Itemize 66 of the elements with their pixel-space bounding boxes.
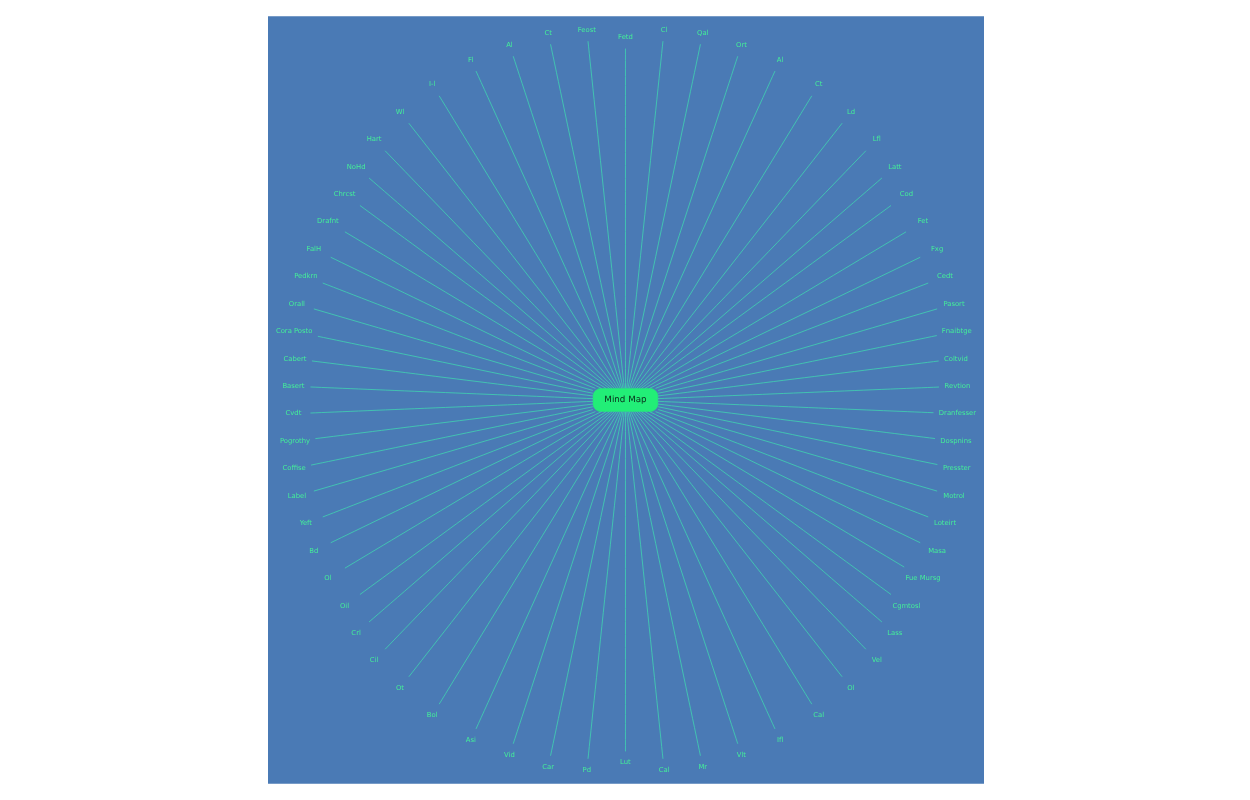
connector	[586, 40, 624, 389]
connector	[625, 40, 663, 389]
connector	[648, 256, 920, 389]
connector	[654, 411, 928, 518]
connector	[656, 308, 937, 391]
connector	[626, 411, 700, 757]
connector	[309, 400, 593, 414]
connector	[643, 411, 904, 568]
connector	[635, 150, 866, 389]
connector	[329, 256, 601, 389]
connector	[640, 205, 891, 389]
connector	[549, 411, 623, 757]
connector	[656, 403, 935, 439]
connector	[511, 55, 622, 389]
connector	[637, 411, 882, 623]
connector	[383, 150, 614, 389]
connector	[656, 400, 933, 414]
connector	[310, 360, 593, 397]
connector	[511, 411, 622, 745]
connector	[474, 70, 620, 389]
connector	[631, 411, 812, 705]
connector	[312, 308, 593, 391]
connector	[624, 411, 625, 752]
connector	[626, 43, 700, 389]
connector	[367, 177, 612, 389]
connector	[629, 411, 775, 730]
connector	[321, 282, 595, 389]
connector	[627, 411, 738, 745]
connector	[321, 411, 595, 518]
connector	[407, 122, 616, 389]
connector	[437, 411, 618, 705]
connector	[635, 411, 866, 650]
connector	[309, 406, 593, 466]
connector	[656, 335, 937, 394]
connector	[629, 70, 775, 389]
connector	[627, 55, 738, 389]
connector	[656, 409, 937, 492]
connector	[407, 411, 616, 678]
connector	[358, 411, 609, 595]
connector	[654, 282, 928, 389]
connector	[343, 411, 606, 569]
connector	[309, 386, 593, 400]
connector	[314, 403, 593, 439]
connector	[343, 231, 606, 389]
connector	[648, 411, 920, 544]
connector	[586, 411, 624, 760]
connector	[656, 360, 939, 397]
connector	[367, 411, 612, 623]
connector	[316, 335, 593, 394]
connector	[312, 409, 593, 492]
connector	[633, 411, 842, 678]
connector	[474, 411, 620, 730]
connector	[383, 411, 614, 650]
connector	[437, 95, 618, 389]
connector	[637, 177, 882, 389]
connector	[643, 231, 906, 389]
connector	[625, 411, 663, 760]
connector	[656, 386, 939, 400]
connector	[633, 122, 842, 389]
connector	[640, 411, 891, 595]
connector	[656, 406, 937, 465]
connector	[631, 95, 812, 389]
connector	[549, 43, 623, 389]
connector	[358, 205, 609, 389]
connector	[329, 411, 601, 544]
connector	[624, 48, 625, 389]
